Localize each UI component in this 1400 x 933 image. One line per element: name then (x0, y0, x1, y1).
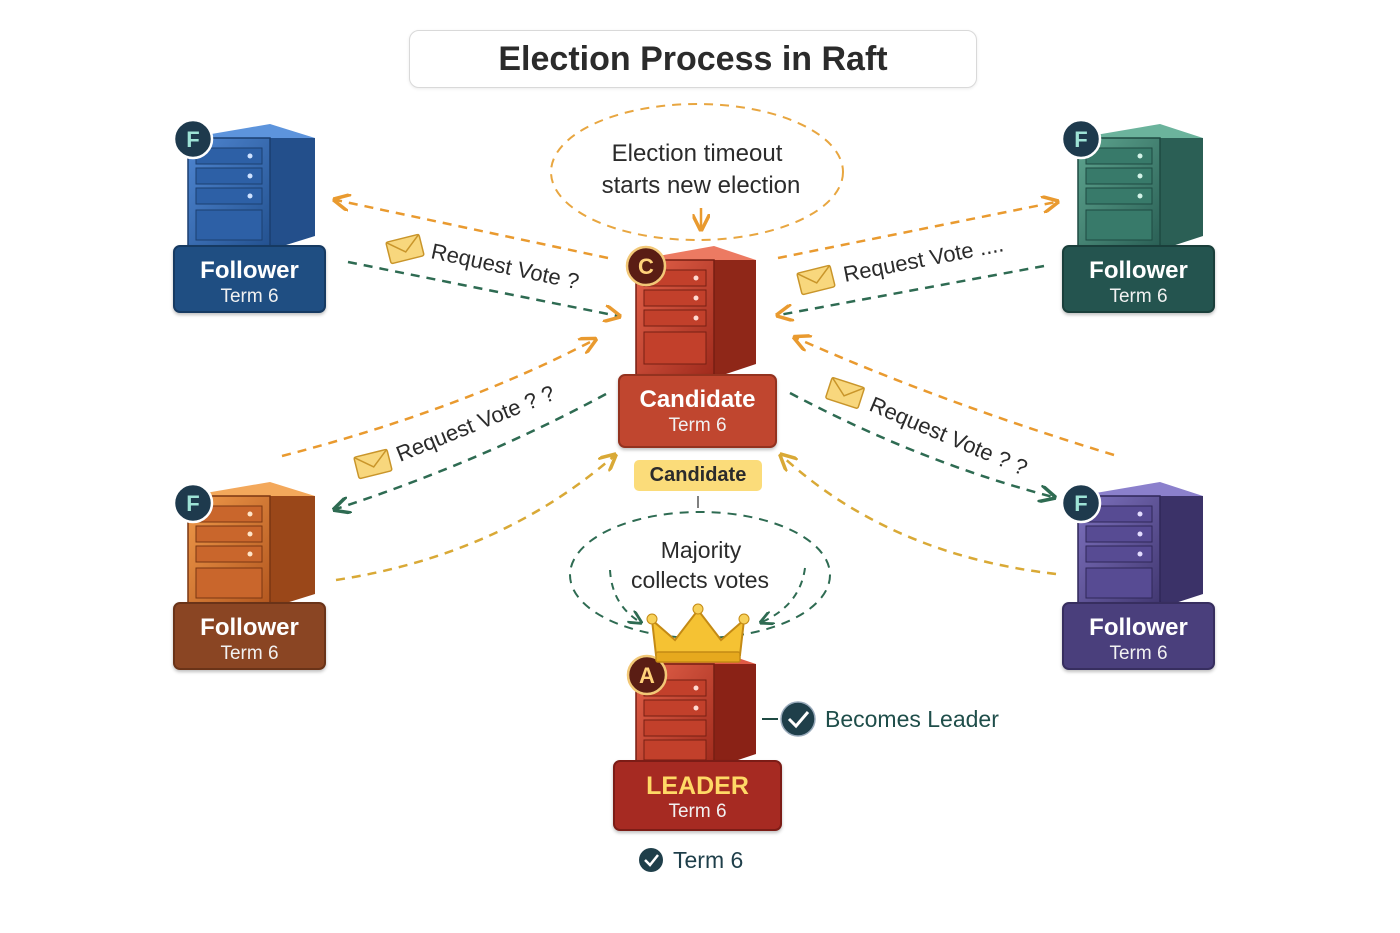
envelope-icon (796, 264, 836, 296)
envelope-icon (385, 233, 425, 265)
node-term: Term 6 (1109, 643, 1168, 664)
server-icon-blue: F (172, 118, 315, 251)
node-term: Term 6 (668, 415, 727, 436)
node-term: Term 6 (1109, 286, 1168, 307)
leader-term-check-label: Term 6 (673, 847, 743, 873)
candidate-tag: Candidate (634, 460, 762, 491)
follower-badge-icon (172, 118, 214, 160)
svg-text:C: C (638, 254, 654, 279)
svg-text:F: F (1074, 491, 1087, 516)
becomes-leader-label: Becomes Leader (825, 706, 999, 732)
majority-line-2: collects votes (631, 567, 769, 593)
arrow-vote-bottom-right (789, 391, 1053, 497)
server-icon-candidate: C (625, 245, 756, 379)
timeout-bubble (550, 103, 844, 241)
timeout-line-2: starts new election (602, 172, 801, 199)
server-icon-purple: F (1060, 482, 1203, 609)
leader-plate: LEADER Term 6 (613, 760, 782, 831)
arrow-vote-top-right (779, 264, 1045, 315)
envelope-icon (825, 376, 865, 409)
svg-text:F: F (186, 127, 199, 152)
svg-text:A: A (639, 663, 655, 688)
crown-icon (646, 603, 750, 663)
svg-text:F: F (186, 491, 199, 516)
arrow-vote-top-left (347, 260, 618, 316)
svg-text:F: F (1074, 127, 1087, 152)
arrow-request-bottom-left (281, 340, 594, 458)
follower-plate-bottom-right: Follower Term 6 (1062, 602, 1215, 670)
diagram-title: Election Process in Raft (409, 30, 977, 88)
timeout-line-1: Election timeout (612, 140, 783, 167)
follower-badge-icon (1060, 118, 1102, 160)
follower-plate-top-right: Follower Term 6 (1062, 245, 1215, 313)
message-label-bottom-right: Request Vote ? ? (866, 392, 1031, 481)
candidate-plate: Candidate Term 6 (618, 374, 777, 448)
follower-badge-icon (172, 482, 214, 524)
majority-arrow-right (762, 567, 806, 622)
check-circle-icon (639, 848, 663, 872)
leader-badge-icon (626, 654, 668, 696)
candidate-badge-icon (625, 245, 667, 287)
envelope-icon (353, 448, 393, 480)
node-role: Follower (200, 257, 299, 284)
node-role: Candidate (639, 386, 756, 413)
majority-arrow-left (609, 569, 640, 622)
server-icon-orange: F (172, 482, 315, 609)
majority-bubble (569, 511, 831, 639)
message-label-bottom-left: Request Vote ? ? (393, 380, 559, 466)
node-role: Follower (1089, 614, 1188, 641)
node-role: LEADER (646, 772, 749, 800)
arrow-request-top-left (336, 200, 609, 260)
node-role: Follower (200, 614, 299, 641)
node-role: Follower (1089, 257, 1188, 284)
server-icon-leader: A (626, 650, 756, 769)
node-term: Term 6 (668, 801, 727, 822)
follower-badge-icon (1060, 482, 1102, 524)
check-circle-icon (780, 701, 816, 737)
majority-line-1: Majority (661, 537, 742, 563)
node-term: Term 6 (220, 286, 279, 307)
arrow-vote-bottom-left (336, 392, 607, 509)
follower-plate-bottom-left: Follower Term 6 (173, 602, 326, 670)
arrow-request-bottom-right (796, 338, 1115, 457)
follower-plate-top-left: Follower Term 6 (173, 245, 326, 313)
server-icon-green: F (1060, 118, 1203, 251)
node-term: Term 6 (220, 643, 279, 664)
